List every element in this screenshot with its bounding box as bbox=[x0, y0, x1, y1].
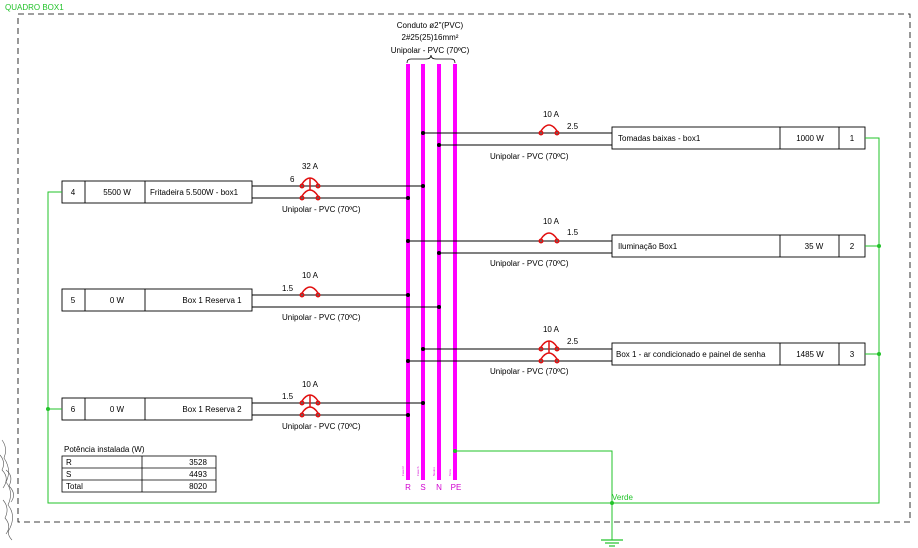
circuit-5-breaker: 10 A bbox=[302, 271, 319, 280]
circuit-5-box bbox=[61, 288, 253, 312]
circuit-2-cable: Unipolar - PVC (70ºC) bbox=[490, 259, 569, 268]
circuit-2-power: 35 W bbox=[805, 242, 824, 251]
circuit-3-breaker: 10 A bbox=[543, 325, 560, 334]
sketch-decoration bbox=[0, 439, 14, 541]
bus-tiny-label-pe: Terra bbox=[448, 469, 452, 476]
circuit-6-breaker: 10 A bbox=[302, 380, 319, 389]
panel-border bbox=[17, 13, 911, 523]
circuit-4-cable: Unipolar - PVC (70ºC) bbox=[282, 205, 361, 214]
circuit-1-section: 2.5 bbox=[567, 122, 579, 131]
circuit-3: 10 A 2.5 Unipolar - PVC (70ºC) Box 1 - a… bbox=[406, 325, 866, 376]
power-row-label: R bbox=[66, 458, 72, 467]
circuit-4-name: Fritadeira 5.500W - box1 bbox=[150, 188, 239, 197]
conduit-bracket bbox=[406, 54, 456, 64]
bus-tiny-label-n: Neutro bbox=[432, 467, 436, 476]
circuit-5-power: 0 W bbox=[110, 296, 125, 305]
circuit-5-section: 1.5 bbox=[282, 284, 294, 293]
breaker-icon bbox=[538, 124, 560, 136]
circuit-5-name: Box 1 Reserva 1 bbox=[182, 296, 242, 305]
circuit-6-number: 6 bbox=[71, 405, 76, 414]
circuit-1-power: 1000 W bbox=[796, 134, 824, 143]
circuit-4-section: 6 bbox=[290, 175, 295, 184]
circuit-2-section: 1.5 bbox=[567, 228, 579, 237]
power-row-value: 8020 bbox=[189, 482, 207, 491]
circuit-2: 10 A 1.5 Unipolar - PVC (70ºC) Iluminaçã… bbox=[406, 217, 866, 268]
power-row-value: 4493 bbox=[189, 470, 207, 479]
breaker-icon bbox=[299, 177, 321, 201]
bus-bars bbox=[406, 64, 457, 480]
circuit-1-number: 1 bbox=[850, 134, 855, 143]
circuit-1: 10 A 2.5 Unipolar - PVC (70ºC) Tomadas b… bbox=[421, 110, 866, 161]
ground-color-label: Verde bbox=[612, 493, 633, 502]
breaker-icon bbox=[538, 340, 560, 364]
circuit-4: 32 A 6 Unipolar - PVC (70ºC) 4 5500 W Fr… bbox=[61, 162, 425, 214]
circuit-2-number: 2 bbox=[850, 242, 855, 251]
bus-tiny-label-s: Fase S bbox=[416, 466, 420, 476]
bus-label-r: R bbox=[405, 483, 411, 492]
conduit-insulation-label: Unipolar - PVC (70ºC) bbox=[391, 46, 470, 55]
conduit-cables-label: 2#25(25)16mm² bbox=[402, 33, 459, 42]
circuit-4-power: 5500 W bbox=[103, 188, 131, 197]
circuit-3-section: 2.5 bbox=[567, 337, 579, 346]
power-row-label: Total bbox=[66, 482, 83, 491]
power-row-value: 3528 bbox=[189, 458, 207, 467]
circuit-6-name: Box 1 Reserva 2 bbox=[182, 405, 242, 414]
circuit-3-number: 3 bbox=[850, 350, 855, 359]
power-row-label: S bbox=[66, 470, 71, 479]
power-table-title: Potência instalada (W) bbox=[64, 445, 145, 454]
bus-label-n: N bbox=[436, 483, 442, 492]
bus-label-pe: PE bbox=[451, 483, 462, 492]
breaker-icon bbox=[299, 394, 321, 418]
breaker-icon bbox=[299, 286, 321, 298]
circuit-5-number: 5 bbox=[71, 296, 76, 305]
circuit-6: 10 A 1.5 Unipolar - PVC (70ºC) 6 0 W Box… bbox=[61, 380, 425, 431]
circuit-5: 10 A 1.5 Unipolar - PVC (70ºC) 5 0 W Box… bbox=[61, 271, 441, 322]
circuit-4-breaker: 32 A bbox=[302, 162, 319, 171]
circuit-1-breaker: 10 A bbox=[543, 110, 560, 119]
circuit-3-cable: Unipolar - PVC (70ºC) bbox=[490, 367, 569, 376]
power-table: Potência instalada (W) R 3528 S 4493 Tot… bbox=[61, 445, 217, 493]
bus-tiny-label-r: Fase R bbox=[401, 465, 405, 476]
circuit-6-section: 1.5 bbox=[282, 392, 294, 401]
ground-icon bbox=[601, 539, 623, 547]
circuit-4-number: 4 bbox=[71, 188, 76, 197]
circuit-6-cable: Unipolar - PVC (70ºC) bbox=[282, 422, 361, 431]
circuit-1-cable: Unipolar - PVC (70ºC) bbox=[490, 152, 569, 161]
breaker-icon bbox=[538, 232, 560, 244]
bus-label-s: S bbox=[420, 483, 425, 492]
circuit-3-name: Box 1 - ar condicionado e painel de senh… bbox=[616, 350, 766, 359]
circuit-1-name: Tomadas baixas - box1 bbox=[618, 134, 701, 143]
circuit-5-cable: Unipolar - PVC (70ºC) bbox=[282, 313, 361, 322]
circuit-6-power: 0 W bbox=[110, 405, 125, 414]
ground-wiring bbox=[47, 137, 880, 540]
circuit-2-name: Iluminação Box1 bbox=[618, 242, 678, 251]
ground-nodes bbox=[46, 244, 881, 505]
circuit-2-breaker: 10 A bbox=[543, 217, 560, 226]
conduit-type-label: Conduto ø2"(PVC) bbox=[397, 21, 464, 30]
circuit-3-power: 1485 W bbox=[796, 350, 824, 359]
panel-title: QUADRO BOX1 bbox=[5, 3, 64, 12]
